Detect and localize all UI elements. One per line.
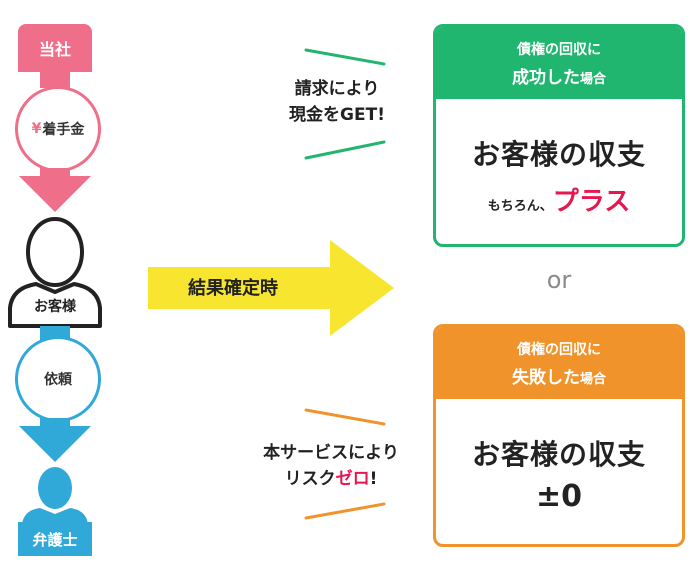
success-head-small: 場合 <box>579 71 606 87</box>
top-callout: 請求により 現金をGET! <box>262 76 412 128</box>
pink-connector <box>40 70 70 88</box>
client-person-icon <box>8 217 102 328</box>
bottom-callout-accent: ゼロ <box>335 469 370 489</box>
lawyer-badge: 弁護士 <box>18 522 92 556</box>
success-card-header: 債権の回収に 成功した場合 <box>436 27 682 99</box>
top-callout-line2: 現金をGET! <box>289 105 385 125</box>
success-body-title: お客様の収支 <box>471 138 646 171</box>
fail-head-small: 場合 <box>579 371 606 387</box>
success-head-main: 成功した <box>511 67 580 88</box>
success-head-line1: 債権の回収に <box>517 41 601 58</box>
success-card-body: お客様の収支 もちろん、プラス <box>436 133 682 218</box>
result-arrow-label: 結果確定時 <box>188 278 278 299</box>
blue-down-arrow <box>19 418 91 462</box>
company-label: 当社 <box>38 40 71 59</box>
bottom-callout-lines <box>304 408 386 520</box>
fee-circle: ¥ 着手金 <box>15 86 101 172</box>
fail-card-body: お客様の収支 ±0 <box>436 433 682 514</box>
bottom-callout: 本サービスにより リスクゼロ! <box>236 440 426 492</box>
fail-head-line2: 失敗した場合 <box>512 363 606 388</box>
top-callout-line1: 請求により <box>294 79 380 99</box>
success-body-accent: プラス <box>552 187 631 217</box>
request-label: 依頼 <box>44 372 72 388</box>
bottom-callout-text-b: ! <box>369 469 378 489</box>
fail-body-value: ±0 <box>535 479 582 514</box>
success-head-line2: 成功した場合 <box>512 63 606 88</box>
bottom-callout-line2: リスクゼロ! <box>236 466 426 492</box>
fail-card-header: 債権の回収に 失敗した場合 <box>436 327 682 399</box>
fail-head-main: 失敗した <box>511 367 580 388</box>
bottom-callout-text-a: リスク <box>284 469 336 489</box>
client-label: お客様 <box>34 299 76 315</box>
success-body-prefix: もちろん、 <box>487 199 553 214</box>
or-label: or <box>546 266 572 294</box>
company-badge: 当社 <box>18 24 92 72</box>
fail-head-line1: 債権の回収に <box>517 341 601 358</box>
fail-body-title: お客様の収支 <box>471 438 646 471</box>
top-callout-lines <box>304 48 386 160</box>
fail-card: 債権の回収に 失敗した場合 お客様の収支 ±0 <box>433 324 685 547</box>
request-circle: 依頼 <box>15 336 101 422</box>
lawyer-label: 弁護士 <box>32 530 78 549</box>
fee-label: 着手金 <box>42 122 85 138</box>
success-body-sub: もちろん、プラス <box>436 181 682 218</box>
yen-icon: ¥ <box>31 121 42 137</box>
success-card: 債権の回収に 成功した場合 お客様の収支 もちろん、プラス <box>433 24 685 247</box>
result-arrow <box>148 240 394 336</box>
bottom-callout-line1: 本サービスにより <box>263 443 399 463</box>
pink-down-arrow <box>19 168 91 212</box>
